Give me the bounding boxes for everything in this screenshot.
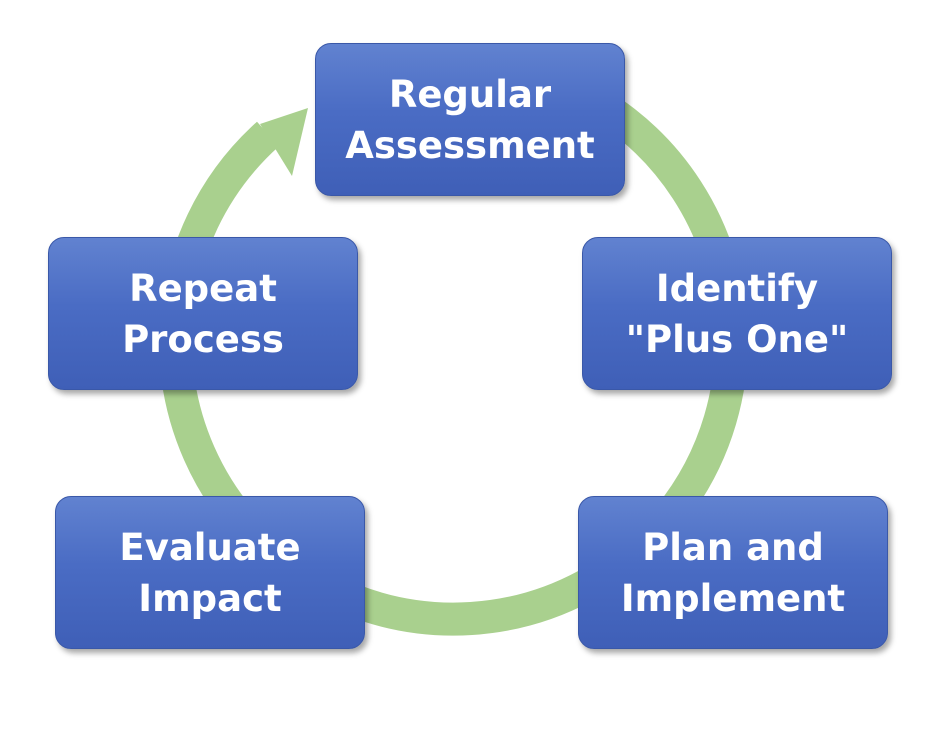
step-label-line2: Process [122,317,284,361]
step-label-line1: Repeat [129,266,277,310]
step-label-line2: Impact [138,576,282,620]
step-label-line1: Regular [388,72,552,116]
step-label-line1: Plan and [642,525,824,569]
cycle-arrowhead [260,108,308,176]
step-plan-and-implement: Plan and Implement [578,496,888,649]
step-regular-assessment: Regular Assessment [315,43,625,196]
step-label-line2: Implement [620,576,846,620]
step-label-line1: Identify [655,266,819,310]
step-evaluate-impact: Evaluate Impact [55,496,365,649]
step-repeat-process: Repeat Process [48,237,358,390]
step-label-line2: "Plus One" [625,317,849,361]
step-label-line1: Evaluate [119,525,301,569]
step-label-line2: Assessment [345,123,595,167]
step-identify-plus-one: Identify "Plus One" [582,237,892,390]
